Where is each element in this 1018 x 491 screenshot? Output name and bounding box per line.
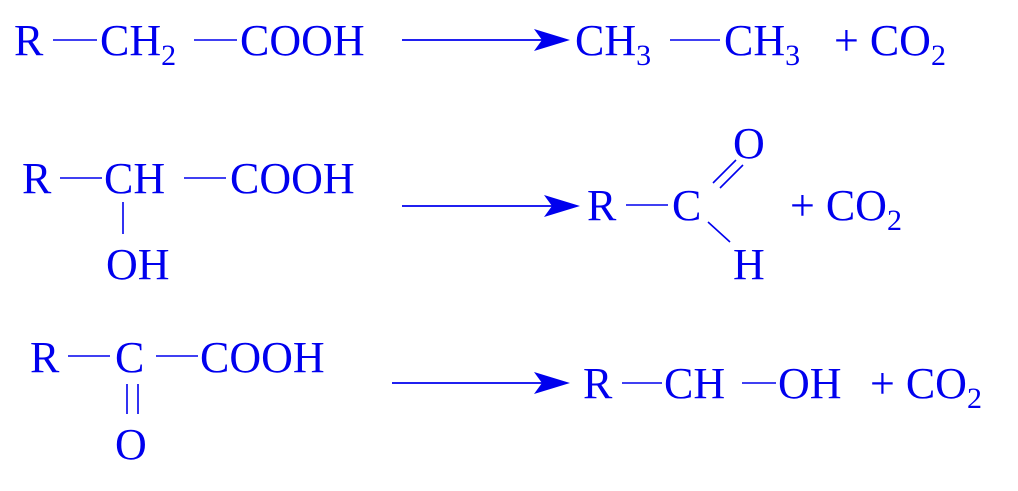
- reaction-3-product: R CH OH + CO2: [583, 359, 982, 415]
- r-group: R: [22, 154, 52, 203]
- reaction-2-arrow: [402, 195, 580, 217]
- carboxyl-group: COOH: [240, 16, 365, 65]
- double-bond-line: [712, 159, 737, 184]
- carbon-dioxide: + CO2: [870, 359, 982, 415]
- reaction-1-arrow: [402, 29, 570, 51]
- methyl-group: CH3: [575, 16, 651, 72]
- carbon-dioxide: + CO2: [834, 16, 946, 72]
- carboxyl-group: COOH: [200, 333, 325, 382]
- r-group: R: [14, 16, 44, 65]
- methylene-group: CH2: [100, 16, 176, 72]
- single-bond: [707, 221, 731, 243]
- carbon-dioxide: + CO2: [790, 181, 902, 237]
- hydroxyl-group: OH: [106, 240, 170, 289]
- carbonyl-oxygen: O: [733, 119, 765, 168]
- reaction-3-reactant: R C COOH O: [30, 333, 325, 469]
- double-bond-line: [719, 164, 744, 189]
- aldehyde-hydrogen: H: [733, 240, 765, 289]
- reaction-arrow-head: [534, 372, 570, 394]
- reaction-1-product: CH3 CH3 + CO2: [575, 16, 946, 72]
- reaction-1-reactant: R CH2 COOH: [14, 16, 365, 72]
- reaction-arrow-head: [534, 29, 570, 51]
- r-group: R: [587, 181, 617, 230]
- reaction-3: R C COOH O R CH OH + CO2: [30, 333, 982, 469]
- carboxyl-group: COOH: [230, 154, 355, 203]
- carbonyl-oxygen: O: [115, 420, 147, 469]
- reaction-2-reactant: R CH COOH OH: [22, 154, 355, 289]
- reaction-2-product: R C O H + CO2: [587, 119, 902, 289]
- carbonyl-carbon: C: [672, 181, 701, 230]
- r-group: R: [30, 333, 60, 382]
- reaction-1: R CH2 COOH CH3 CH3 + CO2: [14, 16, 946, 72]
- carbonyl-carbon: C: [115, 333, 144, 382]
- r-group: R: [583, 359, 613, 408]
- methyl-group: CH3: [724, 16, 800, 72]
- reaction-2: R CH COOH OH R C O H + CO2: [22, 119, 902, 289]
- hydroxyl-group: OH: [778, 359, 842, 408]
- methine-group: CH: [104, 154, 165, 203]
- methine-group: CH: [664, 359, 725, 408]
- reaction-3-arrow: [392, 372, 570, 394]
- reaction-arrow-head: [544, 195, 580, 217]
